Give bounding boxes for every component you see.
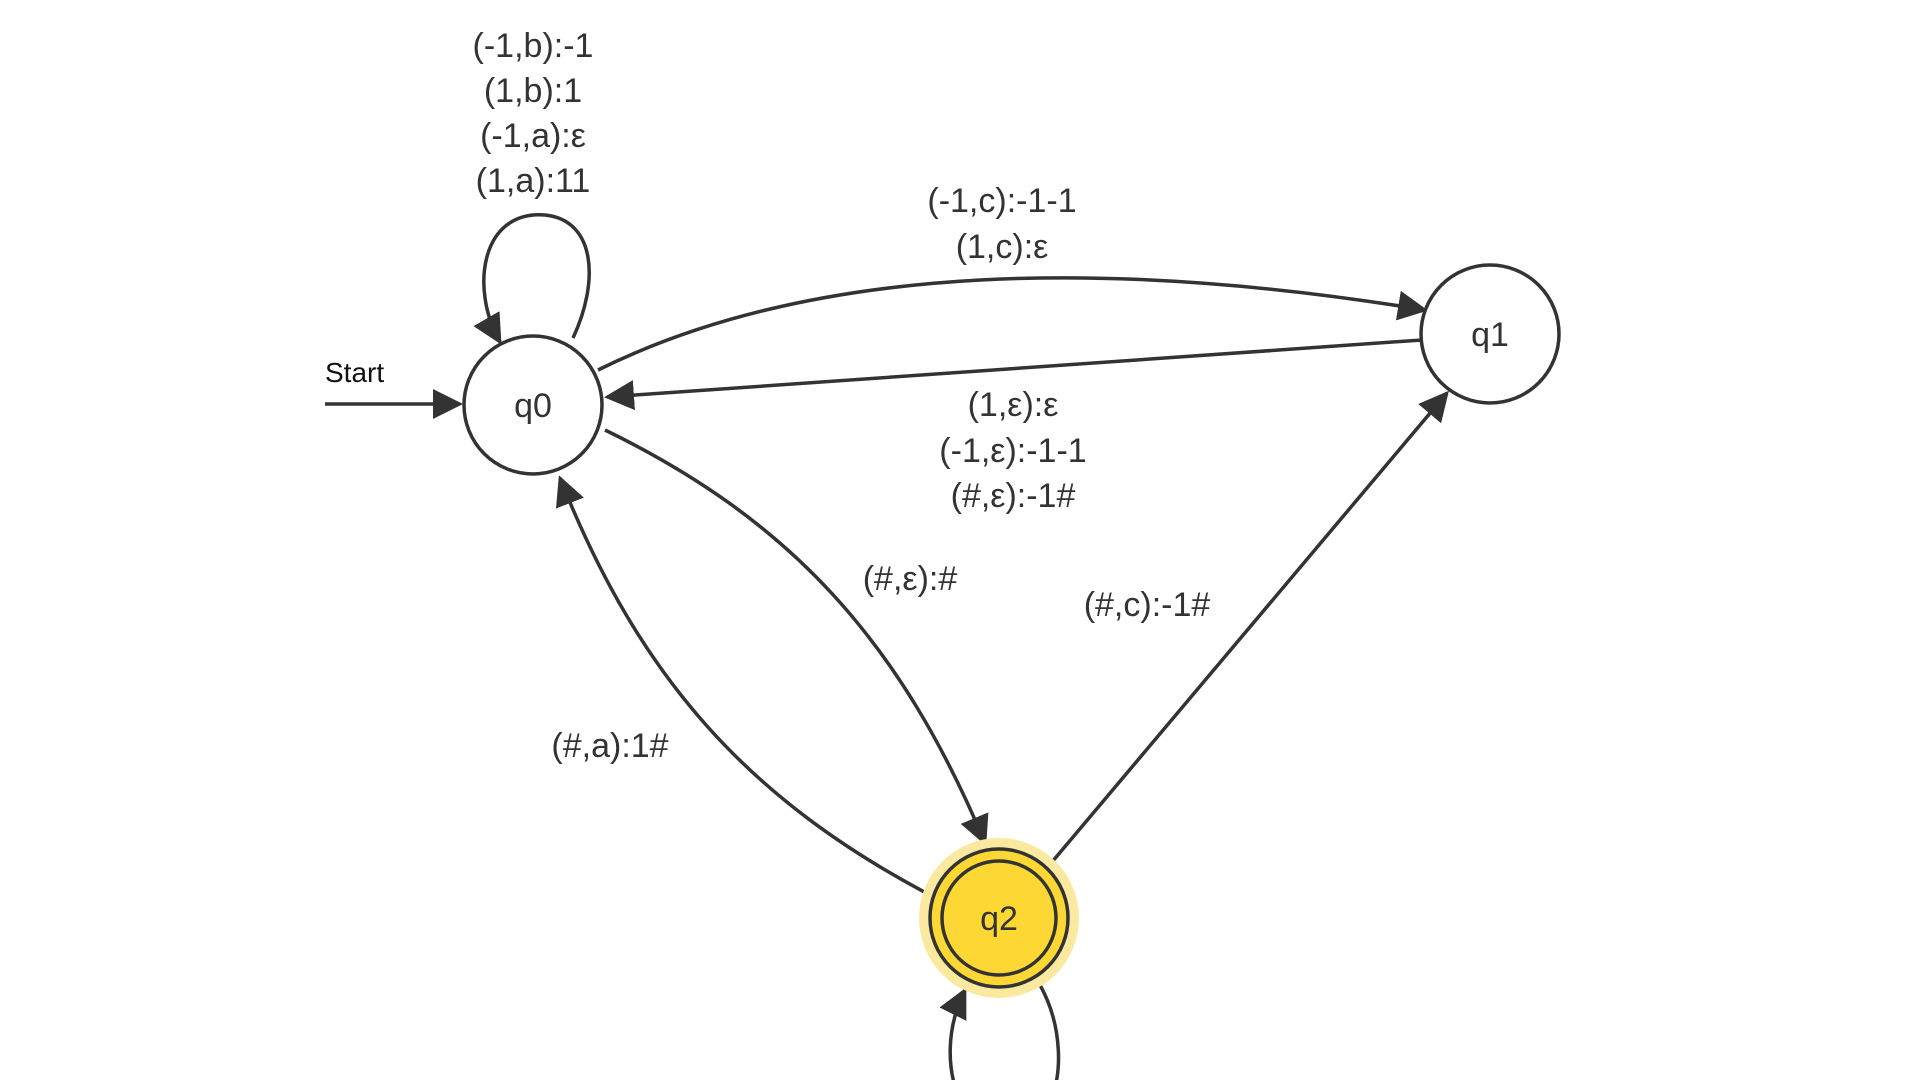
label-q0-q2: (#,ε):# — [863, 560, 958, 598]
state-q2-inner-circle — [940, 859, 1058, 977]
state-q1-circle — [1419, 263, 1561, 405]
start-label: Start — [325, 357, 384, 388]
state-q0-label: q0 — [514, 387, 552, 425]
transition-label: (-1,c):-1-1 — [927, 182, 1076, 220]
transition-label: (1,b):1 — [484, 72, 582, 110]
label-q1-q0: (1,ε):ε (-1,ε):-1-1 (#,ε):-1# — [939, 386, 1086, 515]
transition-label: (1,c):ε — [956, 228, 1049, 266]
transition-label: (-1,b):-1 — [473, 27, 594, 65]
state-q2-label: q2 — [980, 900, 1018, 938]
transition-label: (1,a):11 — [476, 162, 591, 200]
transition-label: (1,ε):ε — [968, 386, 1059, 424]
transition-q2-q2 — [950, 985, 1061, 1080]
label-q2-q1: (#,c):-1# — [1084, 586, 1211, 624]
transition-q0-q2 — [604, 428, 989, 846]
label-q0-q0: (-1,b):-1 (1,b):1 (-1,a):ε (1,a):11 — [473, 27, 594, 200]
transition-q0-q0 — [473, 213, 591, 345]
state-q1-label: q1 — [1471, 316, 1509, 354]
state-q1[interactable]: q1 — [1419, 263, 1561, 405]
transition-q2-q0 — [556, 475, 931, 897]
label-q2-q0: (#,a):1# — [551, 727, 668, 765]
state-q0[interactable]: q0 — [462, 334, 604, 476]
state-q2[interactable]: q2 — [919, 838, 1079, 998]
label-q0-q1: (-1,c):-1-1 (1,c):ε — [927, 182, 1076, 266]
transition-label: (#,ε):-1# — [951, 477, 1076, 515]
transition-q1-q0 — [604, 338, 1423, 411]
state-q0-circle — [462, 334, 604, 476]
transition-q0-q1 — [597, 276, 1428, 372]
start-arrow: Start — [325, 357, 463, 419]
transition-label: (-1,a):ε — [480, 117, 586, 155]
transition-label: (-1,ε):-1-1 — [939, 432, 1086, 470]
transition-q2-q1 — [1050, 390, 1449, 864]
